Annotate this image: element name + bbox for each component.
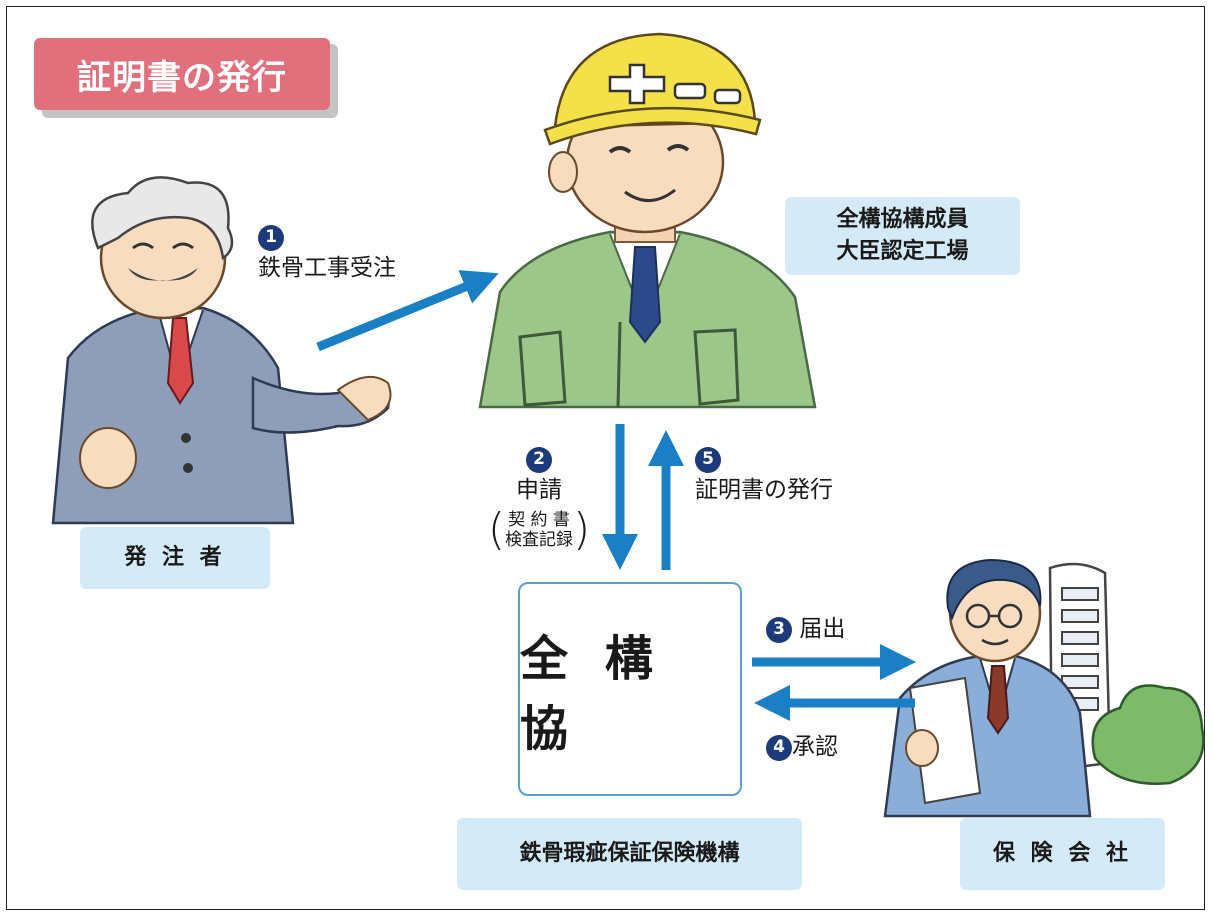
step2-sub2: 検査記録 xyxy=(505,530,573,551)
insurer-illustration xyxy=(883,558,1205,818)
association-box: 全 構 協 xyxy=(518,582,742,796)
step2-text: 申請 xyxy=(516,477,562,504)
step3-text: 届出 xyxy=(799,616,846,642)
association-label: 全 構 協 xyxy=(520,631,663,757)
step1-number: 1 xyxy=(258,224,284,251)
worker-illustration xyxy=(478,32,817,409)
step3-number: 3 xyxy=(766,616,792,643)
factory-label: 全構協構成員 大臣認定工場 xyxy=(785,197,1020,275)
factory-label-line1: 全構協構成員 xyxy=(836,207,969,233)
diagram-frame xyxy=(6,6,1205,910)
page-title: 証明書の発行 xyxy=(34,38,330,110)
step2-sub1: 契 約 書 xyxy=(508,509,570,530)
step1-label: 1 鉄骨工事受注 xyxy=(258,222,396,284)
step3-label: 3 届出 xyxy=(766,614,845,645)
step4-text: 承認 xyxy=(792,734,838,760)
client-label: 発 注 者 xyxy=(80,527,270,589)
step5-number: 5 xyxy=(695,446,721,473)
organization-label: 鉄骨瑕疵保証保険機構 xyxy=(457,818,802,890)
step4-number: 4 xyxy=(766,734,792,761)
factory-label-line2: 大臣認定工場 xyxy=(836,239,969,264)
step2-number: 2 xyxy=(526,446,552,473)
insurer-label: 保 険 会 社 xyxy=(960,818,1165,890)
step1-text: 鉄骨工事受注 xyxy=(258,255,396,282)
step5-text: 証明書の発行 xyxy=(695,477,833,504)
arrow-step1 xyxy=(316,270,499,352)
step2-label: 2 申請 ( 契 約 書 検査記録 ) xyxy=(484,444,594,552)
client-illustration xyxy=(51,176,392,525)
step5-label: 5 証明書の発行 xyxy=(695,444,833,506)
